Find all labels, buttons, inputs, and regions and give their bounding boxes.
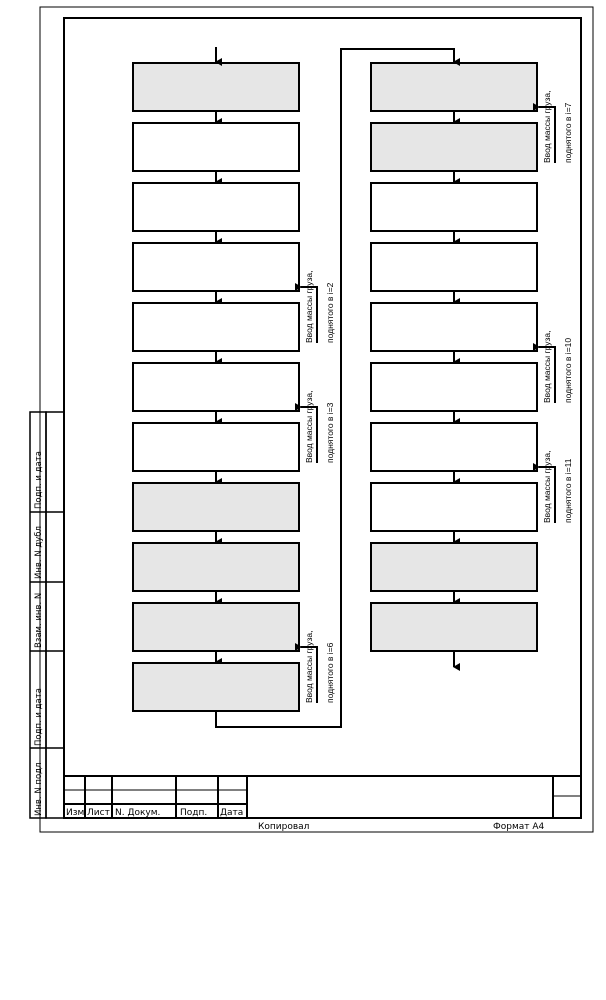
left-process-block	[132, 302, 300, 352]
input-note-line2: поднятого в i=10	[563, 338, 573, 403]
input-note-line1: Ввод массы груза,	[304, 631, 314, 703]
right-process-block	[370, 302, 538, 352]
right-process-block	[370, 542, 538, 592]
right-process-block	[370, 482, 538, 532]
stamp-field-podp-data-2: Подп. и дата	[34, 451, 44, 509]
left-process-block	[132, 362, 300, 412]
left-process-block	[132, 242, 300, 292]
right-process-block	[370, 182, 538, 232]
input-note-line2: поднятого в i=2	[325, 282, 335, 343]
side-stamp: Инв. N подл Подп. и дата Взам. инв. N Ин…	[29, 411, 65, 819]
left-process-block	[132, 122, 300, 172]
input-note-line1: Ввод массы груза,	[304, 271, 314, 343]
title-header-n-dokum: N. Докум.	[115, 808, 160, 818]
right-process-block	[370, 422, 538, 472]
right-process-block	[370, 62, 538, 112]
title-header-list: Лист	[87, 808, 110, 818]
title-header-data: Дата	[220, 808, 243, 818]
title-header-podp: Подп.	[180, 808, 207, 818]
left-process-block	[132, 422, 300, 472]
right-process-block	[370, 242, 538, 292]
sheet-outer-border	[39, 6, 594, 833]
input-note-line1: Ввод массы груза,	[542, 331, 552, 403]
column-connector-line	[215, 48, 460, 728]
left-process-block	[132, 662, 300, 712]
stamp-field-inv-podl: Инв. N подл	[34, 763, 44, 816]
left-process-block	[132, 62, 300, 112]
input-note-line2: поднятого в i=7	[563, 102, 573, 163]
input-note-line2: поднятого в i=11	[563, 458, 573, 523]
stamp-field-inv-dubl: Инв. N дубл	[34, 526, 44, 579]
stamp-field-podp-data-1: Подп. и дата	[34, 688, 44, 746]
input-note-line1: Ввод массы груза,	[542, 451, 552, 523]
left-process-block	[132, 602, 300, 652]
input-note-line2: поднятого в i=3	[325, 402, 335, 463]
right-process-block	[370, 122, 538, 172]
copied-label: Копировал	[258, 822, 309, 832]
title-header-izm: Изм	[66, 808, 84, 818]
title-block: Изм Лист N. Докум. Подп. Дата Копировал …	[64, 775, 581, 832]
input-note-line1: Ввод массы груза,	[542, 91, 552, 163]
left-process-block	[132, 182, 300, 232]
input-note-line2: поднятого в i=6	[325, 642, 335, 703]
input-note-line1: Ввод массы груза,	[304, 391, 314, 463]
left-process-block	[132, 542, 300, 592]
left-process-block	[132, 482, 300, 532]
stamp-field-vzam-inv: Взам. инв. N	[34, 593, 44, 648]
format-label: Формат A4	[493, 822, 545, 832]
right-process-block	[370, 362, 538, 412]
right-process-block	[370, 602, 538, 652]
